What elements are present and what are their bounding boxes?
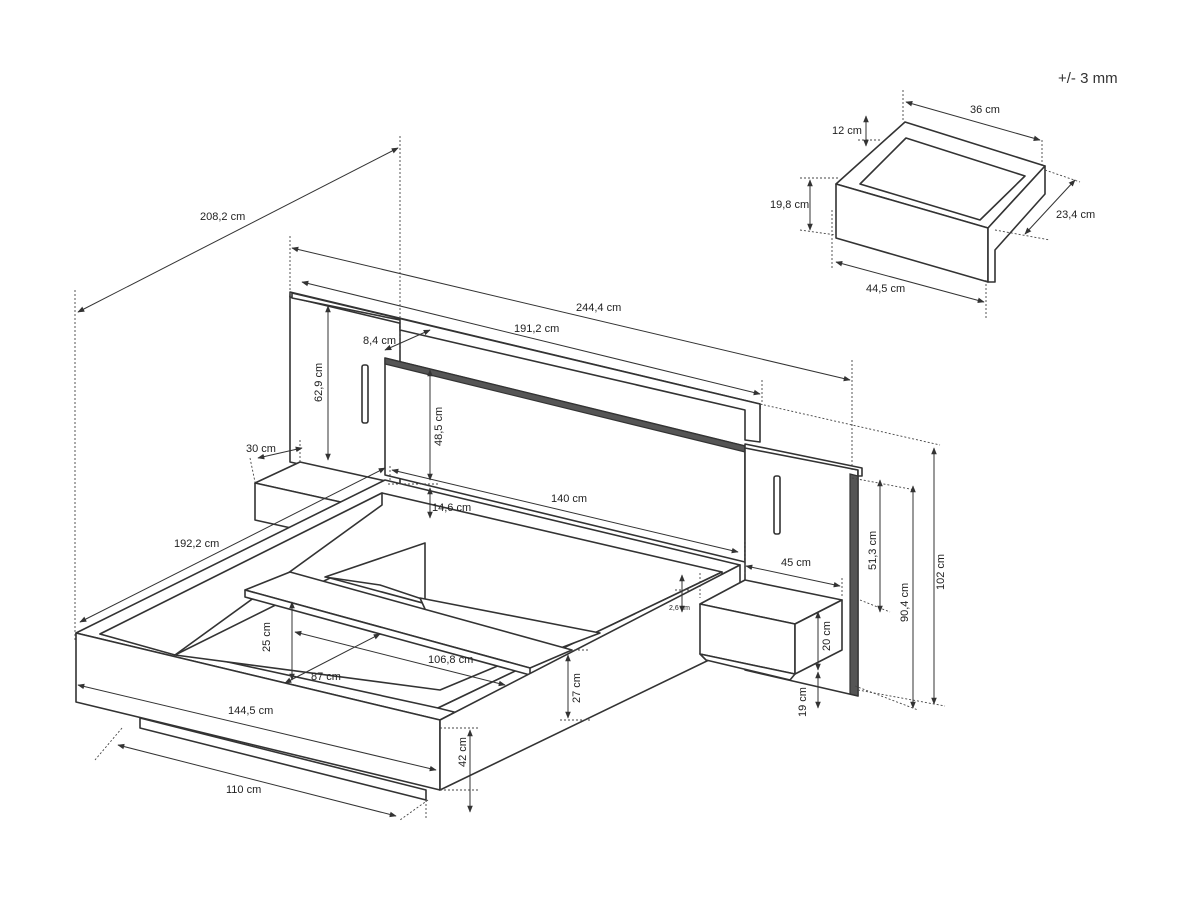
label-frame-length: 192,2 cm [174, 538, 219, 550]
label-drawer-side-height: 12 cm [832, 125, 862, 137]
label-nightstand-depth-right: 45 cm [781, 557, 811, 569]
left-light-slot [361, 364, 369, 424]
tolerance-note: +/- 3 mm [1058, 70, 1118, 87]
label-total-width: 244,4 cm [576, 302, 621, 314]
label-bed-height: 42 cm [457, 737, 469, 767]
dimension-lines [77, 101, 1076, 818]
label-backrest-gap: 14,6 cm [432, 502, 471, 514]
label-frame-front-width: 144,5 cm [228, 705, 273, 717]
label-drawer-front-height: 19,8 cm [770, 199, 809, 211]
label-side-panel-height: 62,9 cm [313, 363, 325, 402]
label-shelf-thickness: 2,6 cm [669, 605, 690, 612]
label-drawer-width: 36 cm [970, 104, 1000, 116]
label-slat-width: 87 cm [311, 671, 341, 683]
label-headboard-height: 48,5 cm [433, 407, 445, 446]
label-nightstand-depth-left: 30 cm [246, 443, 276, 455]
label-drawer-depth: 23,4 cm [1056, 209, 1095, 221]
label-slat-length: 106,8 cm [428, 654, 473, 666]
label-total-height: 102 cm [935, 554, 947, 590]
label-nightstand-clearance: 19 cm [797, 687, 809, 717]
left-side-panel [289, 295, 401, 487]
label-base-width: 110 cm [226, 784, 261, 796]
dimension-labels: 208,2 cm 244,4 cm 191,2 cm 8,4 cm 62,9 c… [174, 104, 1095, 796]
label-drawer-front-width: 44,5 cm [866, 283, 905, 295]
label-headboard-width: 191,2 cm [514, 323, 559, 335]
label-side-panel-total: 90,4 cm [899, 583, 911, 622]
label-side-panel-lower: 51,3 cm [867, 531, 879, 570]
label-mattress-width: 140 cm [551, 493, 587, 505]
label-nightstand-height: 20 cm [821, 621, 833, 651]
label-frame-inner-height: 25 cm [261, 622, 273, 652]
label-total-length: 208,2 cm [200, 211, 245, 223]
label-headboard-gap: 8,4 cm [363, 335, 396, 347]
drawer-detail [835, 121, 1046, 283]
right-light-slot [773, 475, 781, 535]
label-frame-side-height: 27 cm [571, 673, 583, 703]
